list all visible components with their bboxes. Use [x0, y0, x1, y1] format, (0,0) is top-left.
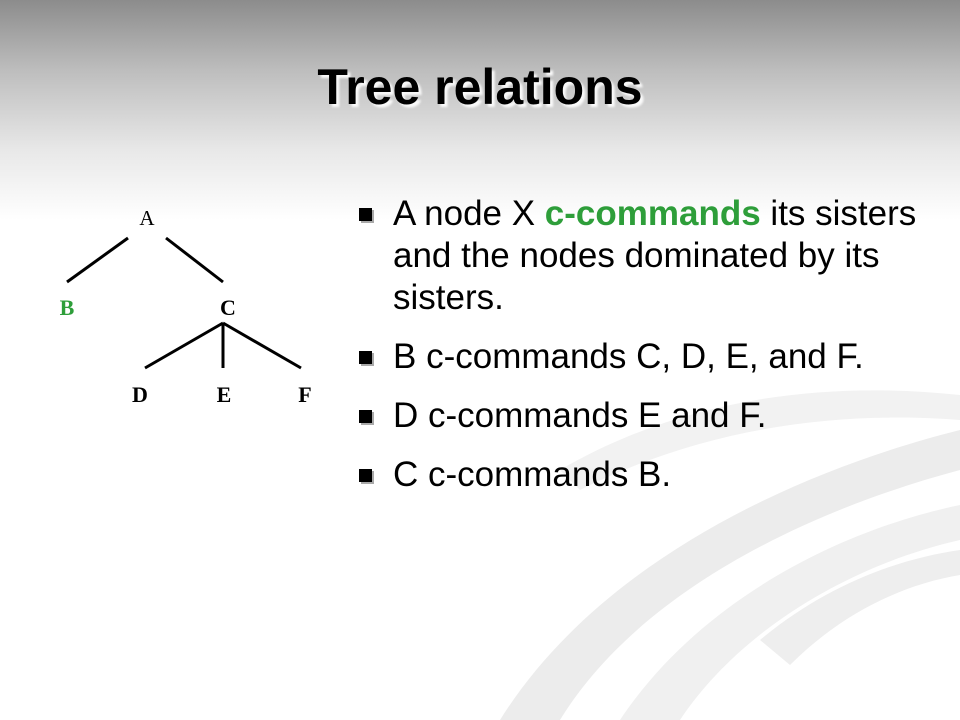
edge-c-d: [144, 321, 224, 370]
square-bullet-icon: [359, 469, 372, 482]
bullet-item: B c-commands C, D, E, and F.: [355, 336, 935, 378]
slide-title: Tree relations: [317, 59, 643, 115]
bullet-item: D c-commands E and F.: [355, 395, 935, 437]
square-bullet-icon: [359, 410, 372, 423]
square-bullet-icon: [359, 351, 372, 364]
edge-c-f: [222, 321, 302, 370]
bullet-text-prefix: A node X: [393, 194, 545, 233]
bullet-item: A node X c-commands its sisters and the …: [355, 193, 935, 319]
tree-node-a: A: [139, 206, 155, 230]
bullet-text: B c-commands C, D, E, and F.: [393, 337, 864, 376]
bullet-text: C c-commands B.: [393, 455, 672, 494]
square-bullet-icon: [359, 208, 372, 221]
edge-a-b: [66, 236, 129, 284]
c-commands-term: c-commands: [544, 194, 761, 233]
bullet-text: D c-commands E and F.: [393, 396, 767, 435]
edge-a-c: [165, 236, 224, 284]
tree-node-f: F: [298, 382, 311, 407]
bullet-item: C c-commands B.: [355, 454, 935, 496]
bullet-list: A node X c-commands its sisters and the …: [355, 193, 935, 513]
tree-node-c: C: [220, 295, 236, 320]
tree-node-d: D: [132, 382, 148, 407]
tree-diagram: A B C D E F: [60, 206, 312, 407]
tree-node-b: B: [60, 295, 75, 320]
tree-node-e: E: [217, 382, 232, 407]
bullet-text-suffix: its sisters and the nodes dominated by i…: [393, 194, 917, 317]
